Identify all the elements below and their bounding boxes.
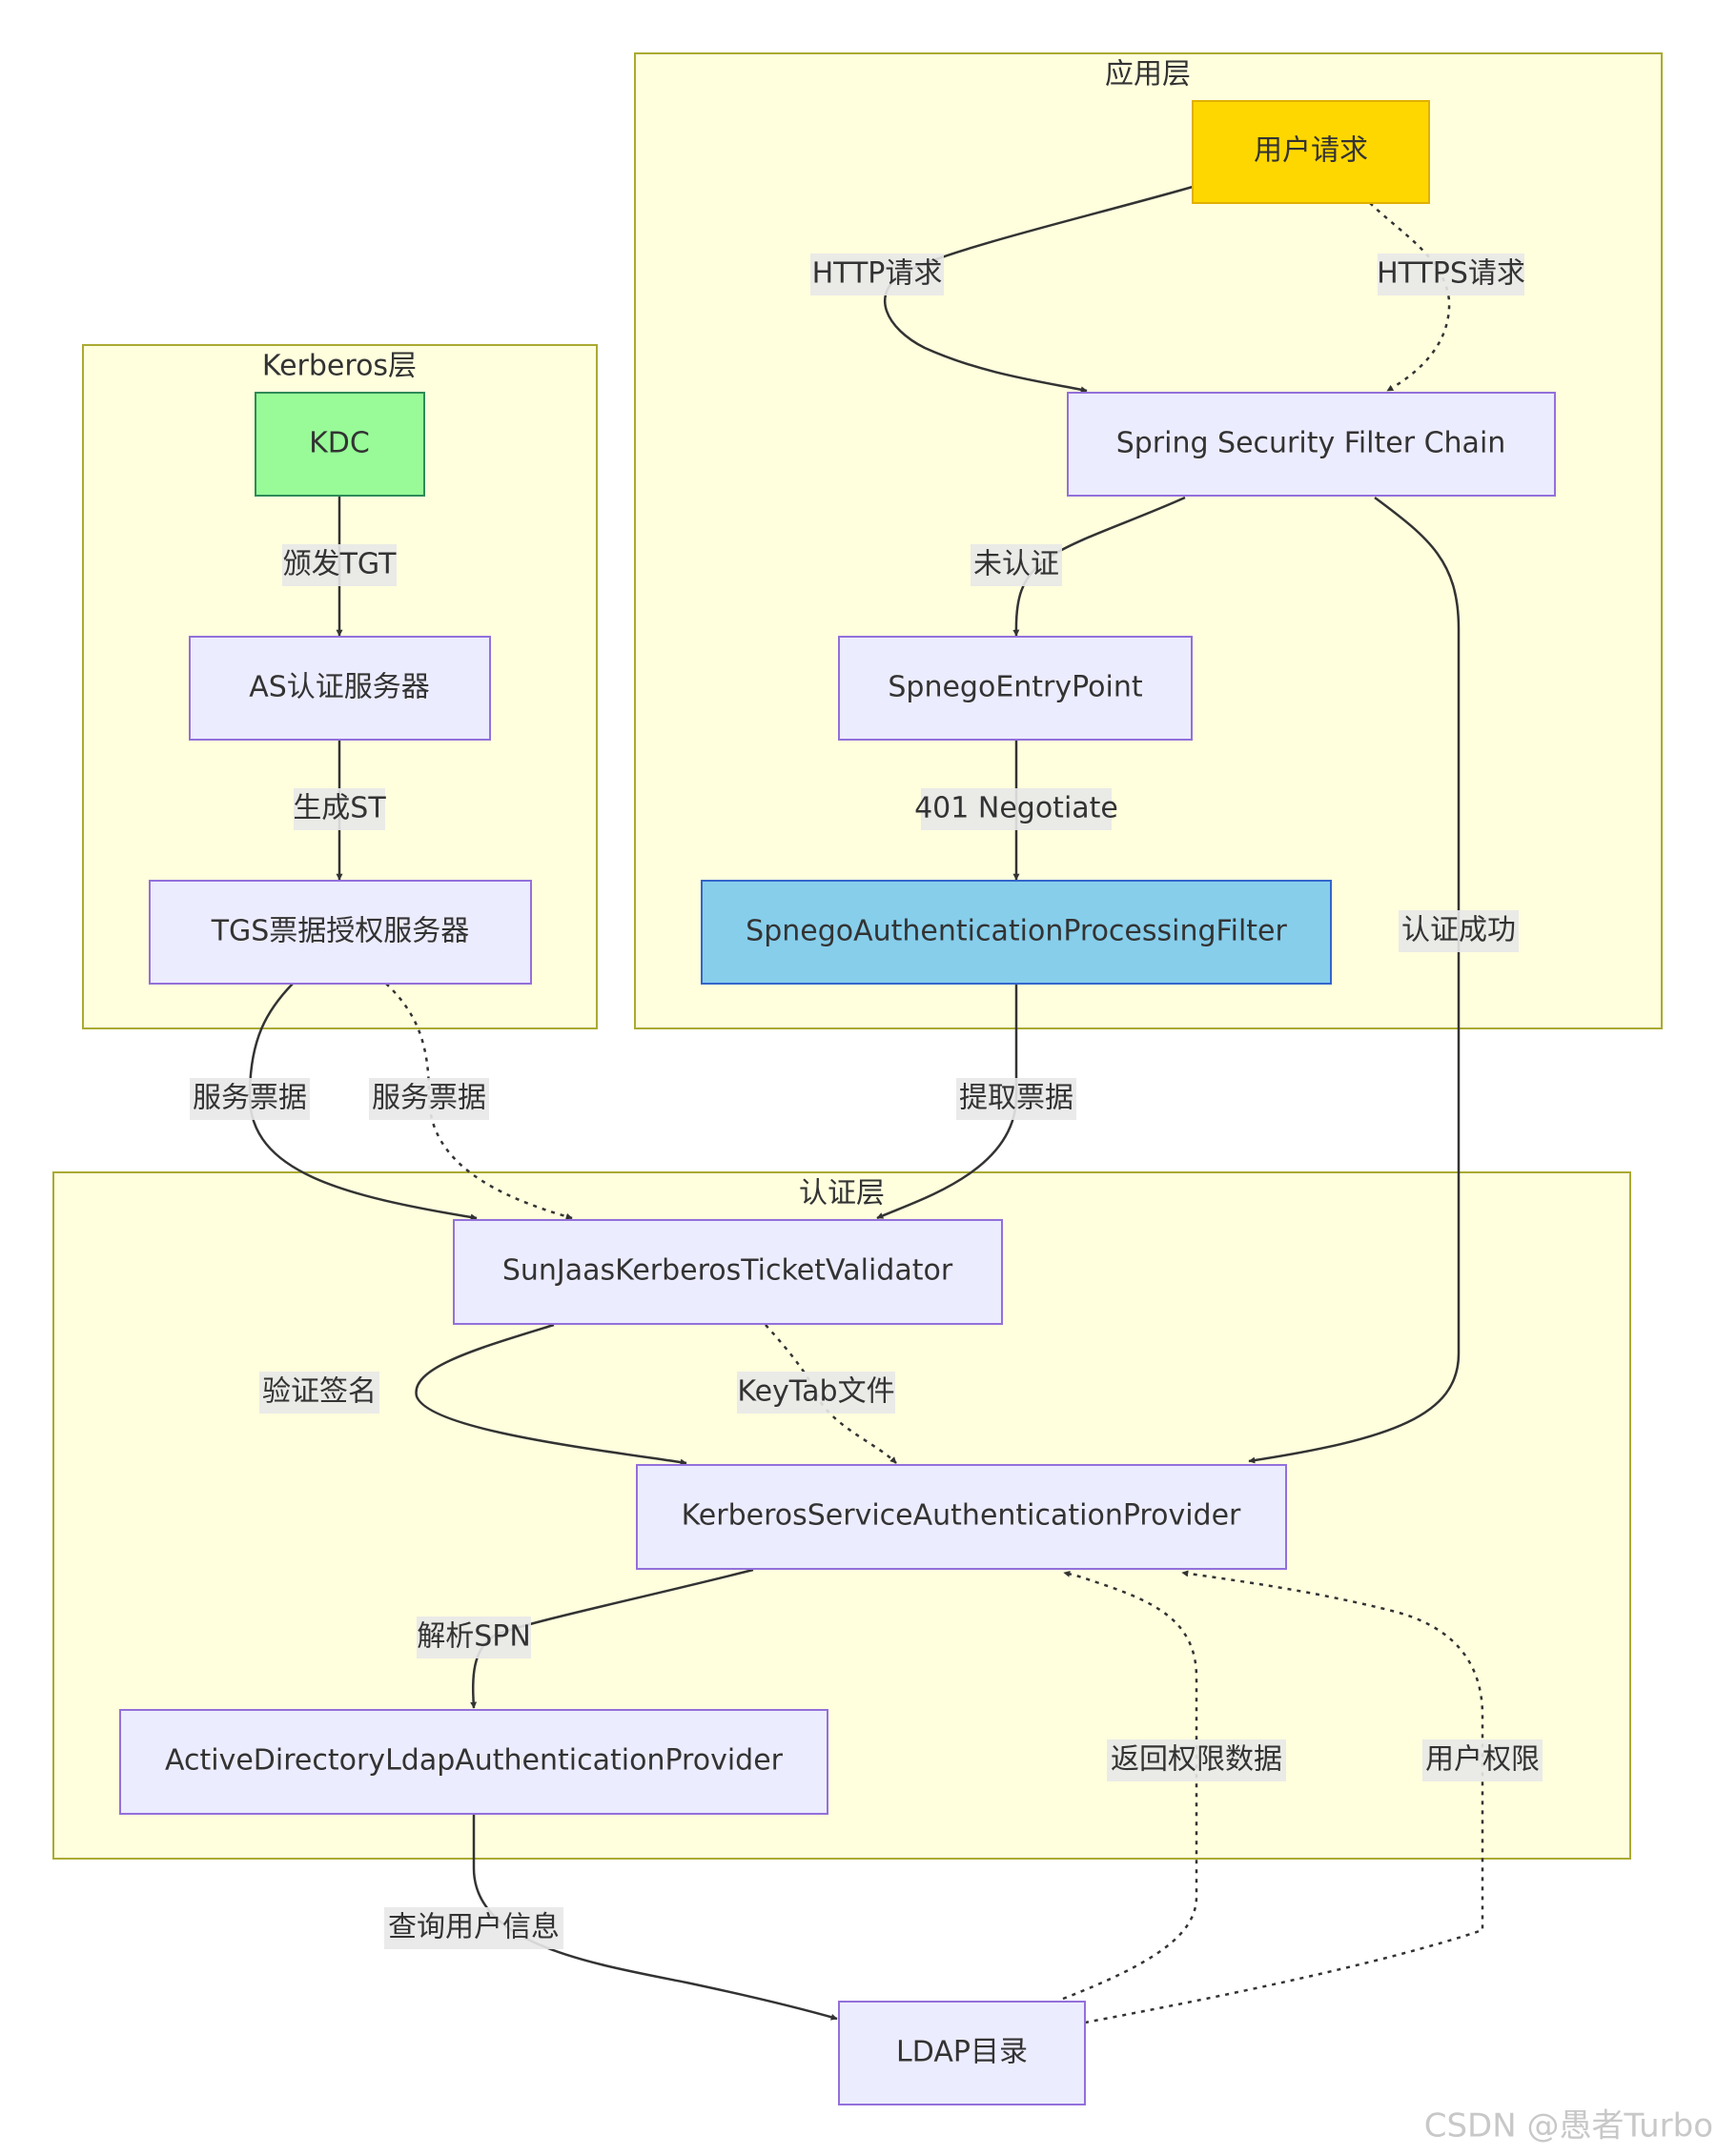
edge-label-issue-tgt: 颁发TGT (283, 548, 398, 581)
node-ticket-validator[interactable]: SunJaasKerberosTicketValidator (453, 1219, 1003, 1325)
edge-label-https: HTTPS请求 (1377, 257, 1525, 291)
node-label-entry-point: SpnegoEntryPoint (888, 671, 1142, 704)
node-kerberos-provider[interactable]: KerberosServiceAuthenticationProvider (636, 1464, 1287, 1570)
node-kdc[interactable]: KDC (255, 392, 425, 497)
node-spnego-filter[interactable]: SpnegoAuthenticationProcessingFilter (701, 880, 1332, 985)
edge-labels: HTTP请求 HTTPS请求 未认证 401 Negotiate 提取票据 认证… (190, 254, 1543, 1949)
nodes: 用户请求 Spring Security Filter Chain Spnego… (119, 100, 1556, 2105)
edge-verify-sig (415, 1323, 687, 1466)
cluster-title-app: 应用层 (1105, 58, 1191, 92)
cluster-app: 应用层 (634, 52, 1663, 1029)
edge-label-negotiate: 401 Negotiate (914, 792, 1118, 825)
watermark: CSDN @愚者Turbo (1424, 2107, 1713, 2146)
edge-label-unauth: 未认证 (973, 548, 1059, 581)
edge-label-user-perm: 用户权限 (1425, 1743, 1540, 1777)
node-label-kdc: KDC (309, 427, 370, 460)
node-tgs-server[interactable]: TGS票据授权服务器 (149, 880, 532, 985)
node-ad-provider[interactable]: ActiveDirectoryLdapAuthenticationProvide… (119, 1709, 828, 1815)
edge-label-service-ticket-1: 服务票据 (193, 1082, 307, 1115)
node-label-ad-provider: ActiveDirectoryLdapAuthenticationProvide… (165, 1744, 784, 1778)
edge-return-perm (1062, 1570, 1198, 2001)
node-label-spnego-filter: SpnegoAuthenticationProcessingFilter (746, 915, 1287, 948)
edge-label-gen-st: 生成ST (293, 792, 386, 825)
node-ldap[interactable]: LDAP目录 (838, 2001, 1086, 2105)
edge-label-keytab: KeyTab文件 (737, 1375, 894, 1409)
node-entry-point[interactable]: SpnegoEntryPoint (838, 636, 1193, 741)
node-as-server[interactable]: AS认证服务器 (189, 636, 491, 741)
node-label-ticket-validator: SunJaasKerberosTicketValidator (502, 1254, 953, 1288)
node-label-user-request: 用户请求 (1254, 134, 1368, 168)
node-label-as-server: AS认证服务器 (249, 671, 430, 704)
node-label-kerberos-provider: KerberosServiceAuthenticationProvider (682, 1499, 1241, 1533)
node-filter-chain[interactable]: Spring Security Filter Chain (1067, 392, 1556, 497)
edge-https (1369, 202, 1451, 393)
cluster-title-auth: 认证层 (799, 1177, 885, 1210)
edge-label-query-user: 查询用户信息 (388, 1911, 560, 1944)
edge-label-http: HTTP请求 (812, 257, 943, 291)
edge-http (884, 185, 1194, 394)
edge-auth-success (1248, 496, 1461, 1464)
edge-label-extract: 提取票据 (959, 1082, 1073, 1115)
edge-label-service-ticket-2: 服务票据 (372, 1082, 486, 1115)
node-label-tgs-server: TGS票据授权服务器 (211, 915, 470, 948)
edge-label-return-perm: 返回权限数据 (1111, 1743, 1282, 1777)
node-label-filter-chain: Spring Security Filter Chain (1116, 427, 1506, 460)
node-label-ldap: LDAP目录 (896, 2036, 1028, 2069)
edge-label-auth-success: 认证成功 (1401, 914, 1516, 947)
node-user-request[interactable]: 用户请求 (1192, 100, 1430, 204)
edge-label-verify-sig: 验证签名 (262, 1375, 377, 1409)
edge-user-perm (1084, 1570, 1484, 2024)
cluster-title-kerberos: Kerberos层 (262, 350, 417, 383)
edge-label-parse-spn: 解析SPN (417, 1620, 531, 1654)
